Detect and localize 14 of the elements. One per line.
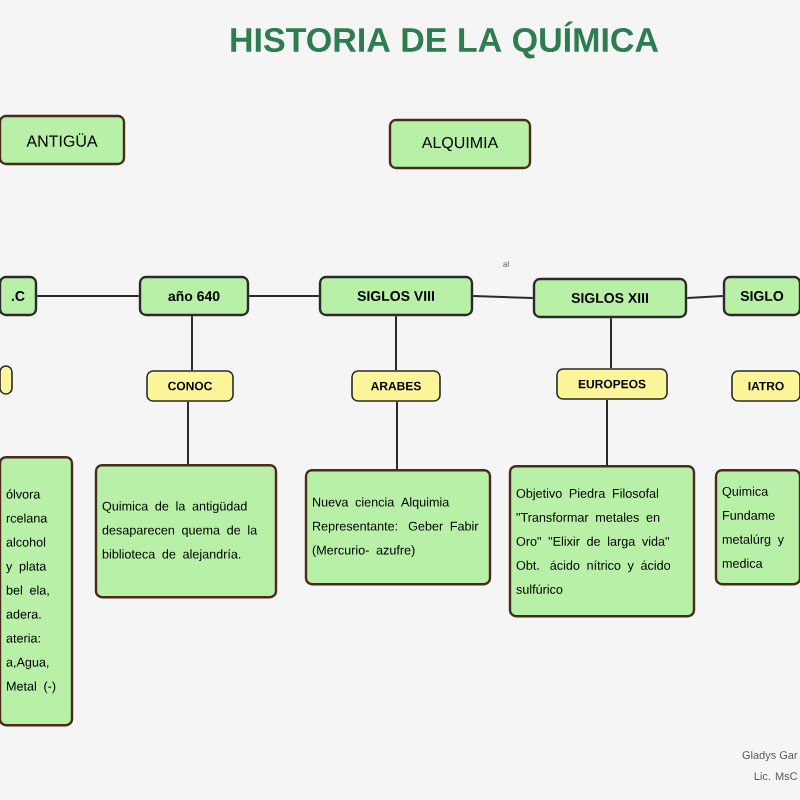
era-box: ALQUIMIA xyxy=(388,118,532,170)
title: HISTORIA DE LA QUÍMICA xyxy=(231,21,659,59)
era-box: ANTIGÜA xyxy=(0,114,126,166)
connector-line xyxy=(248,295,320,297)
tag-box xyxy=(0,365,13,395)
connector-line xyxy=(191,315,193,372)
connector-line xyxy=(606,398,608,466)
connector-line xyxy=(396,400,398,470)
connector-line xyxy=(395,315,397,372)
connector-line xyxy=(610,317,612,370)
connector-line xyxy=(686,295,724,299)
connector-line xyxy=(36,295,140,297)
connector-line xyxy=(187,400,189,465)
connector-line xyxy=(472,295,534,299)
